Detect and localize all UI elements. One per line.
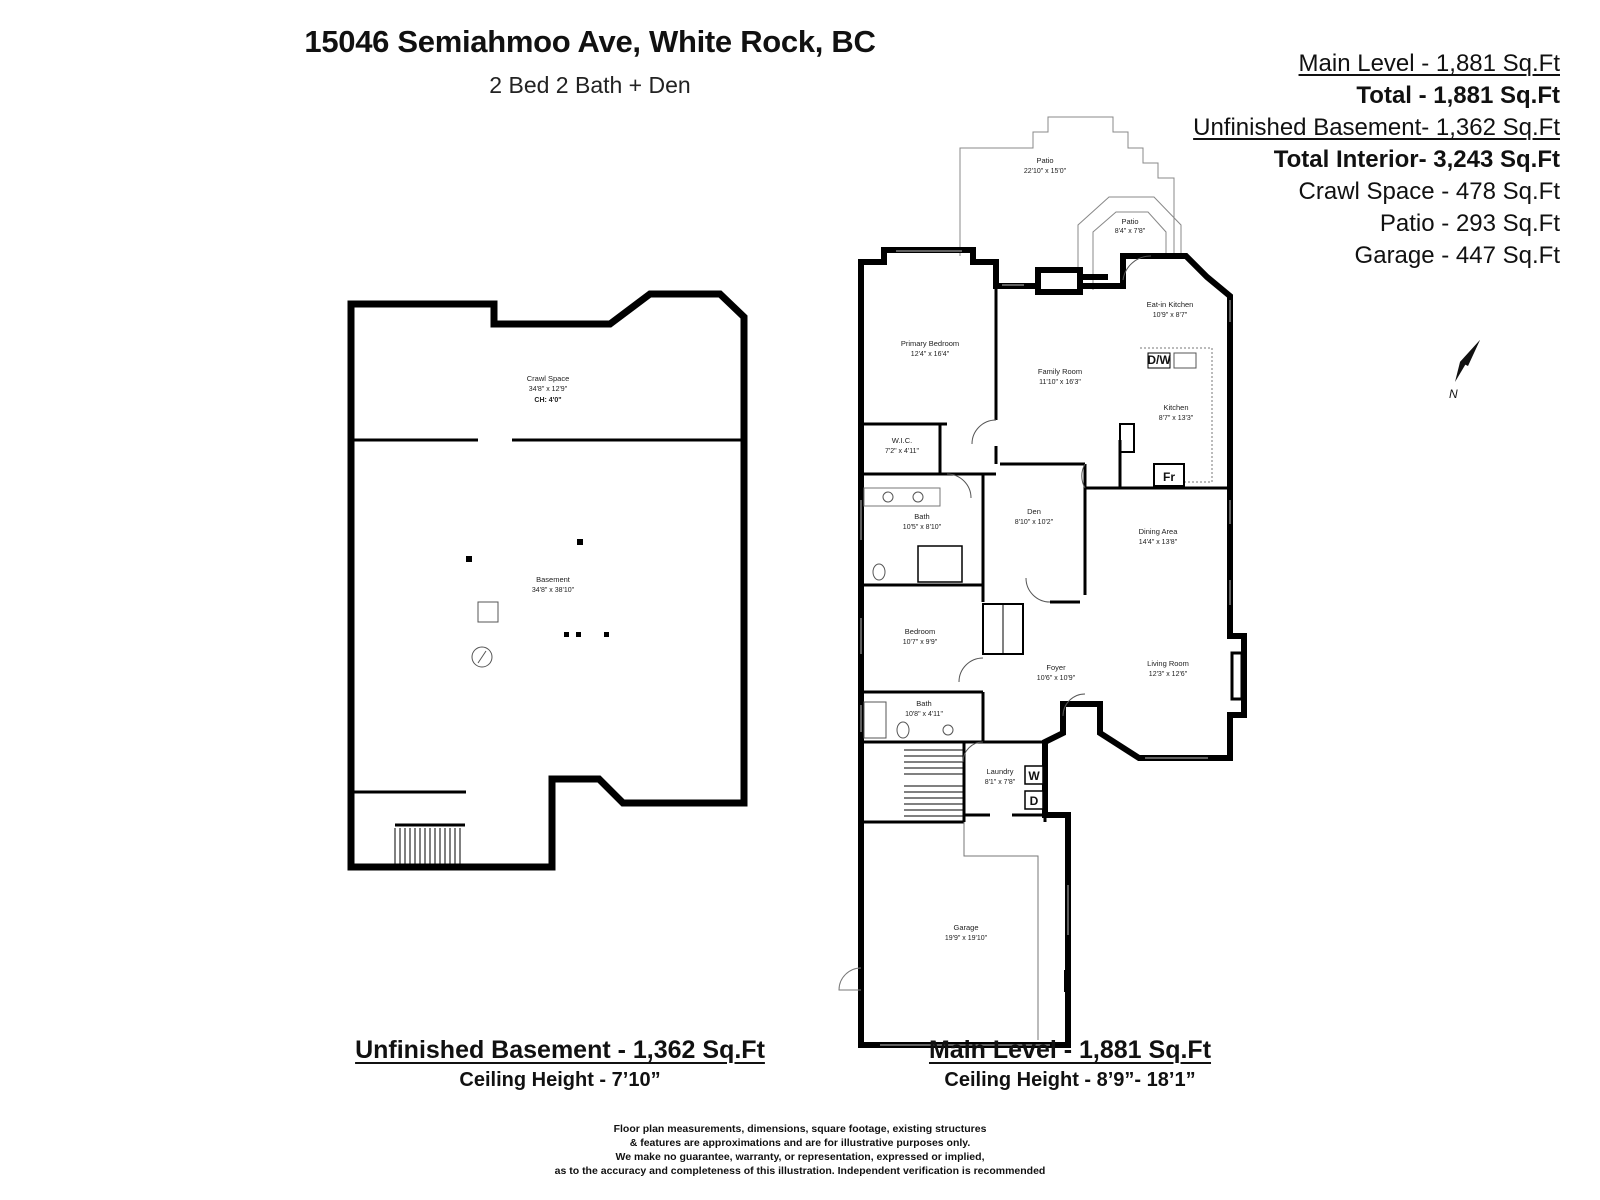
basement-stairs (394, 823, 465, 864)
main-level-caption-title: Main Level - 1,881 Sq.Ft (928, 1036, 1212, 1064)
summary-total-interior: Total Interior- 3,243 Sq.Ft (1273, 146, 1560, 173)
foyer-dims: 10'6" x 10'9" (1037, 675, 1076, 682)
crawl-space-dims: 34'8" x 12'9" (529, 386, 568, 393)
water-heater-icon (471, 646, 493, 668)
summary-unfinished-basement: Unfinished Basement- 1,362 Sq.Ft (1193, 114, 1560, 141)
basement-plan: Crawl Space 34'8" x 12'9" CH: 4'0" Basem… (347, 290, 748, 871)
garage-label: Garage (953, 923, 978, 932)
family-room-label: Family Room (1038, 367, 1082, 376)
disclaimer-line: Floor plan measurements, dimensions, squ… (613, 1123, 987, 1135)
foyer-label: Foyer (1046, 663, 1066, 672)
washer-icon (1024, 765, 1044, 785)
dining-area-dims: 14'4" x 13'8" (1139, 539, 1178, 546)
compass-label: N (1449, 387, 1458, 401)
toilet-icon (872, 563, 886, 581)
summary-main-level: Main Level - 1,881 Sq.Ft (1298, 50, 1560, 77)
support-post (604, 632, 609, 637)
main-level-caption: Main Level - 1,881 Sq.Ft Ceiling Height … (900, 1036, 1240, 1092)
interior-walls (859, 286, 1230, 1045)
fireplace-icon (1230, 651, 1244, 701)
laundry-dims: 8'1" x 7'8" (985, 779, 1016, 786)
den-label: Den (1027, 507, 1041, 516)
bathtub-icon (863, 701, 887, 739)
support-post (564, 632, 569, 637)
den-dims: 8'10" x 10'2" (1015, 519, 1054, 526)
support-post (577, 539, 583, 545)
patio-large-dims: 22'10" x 15'0" (1024, 168, 1067, 175)
eat-in-kitchen-dims: 10'9" x 8'7" (1153, 312, 1188, 319)
summary-total: Total - 1,881 Sq.Ft (1356, 82, 1560, 109)
disclaimer-line: We make no guarantee, warranty, or repre… (615, 1151, 985, 1163)
primary-bedroom-label: Primary Bedroom (901, 339, 959, 348)
door-swings (946, 255, 1152, 763)
toilet-icon (896, 721, 910, 739)
basement-ceiling-height: Ceiling Height - 7’10” (459, 1069, 661, 1091)
primary-bedroom-dims: 12'4" x 16'4" (911, 351, 950, 358)
wic-label: W.I.C. (892, 436, 912, 445)
support-post (466, 556, 472, 562)
fireplace-icon (1035, 267, 1083, 295)
main-level-ceiling-height: Ceiling Height - 8’9”- 18’1” (944, 1069, 1196, 1091)
garage-step (963, 822, 1039, 1040)
eat-in-kitchen-label: Eat-in Kitchen (1147, 300, 1194, 309)
patio-small-outline (1077, 196, 1182, 290)
main-stairs (904, 603, 1024, 817)
garage-dims: 19'9" x 19'10" (945, 935, 988, 942)
bath-1-label: Bath (914, 512, 929, 521)
bedroom-label: Bedroom (905, 627, 935, 636)
sink-icon (1173, 352, 1197, 369)
vanity-icon (863, 487, 941, 507)
disclaimer-line: & features are approximations and are fo… (629, 1137, 971, 1149)
north-arrow-icon (1448, 332, 1480, 382)
page-title: 15046 Semiahmoo Ave, White Rock, BC (304, 24, 876, 59)
kitchen-label: Kitchen (1163, 403, 1188, 412)
support-post (576, 632, 581, 637)
shower-icon (917, 545, 963, 583)
wic-dims: 7'2" x 4'11" (885, 448, 919, 455)
living-room-dims: 12'3" x 12'6" (1149, 671, 1188, 678)
patio-small-label: Patio (1121, 217, 1138, 226)
crawl-space-height: CH: 4'0" (534, 397, 561, 404)
patio-large-label: Patio (1036, 156, 1053, 165)
kitchen-dims: 8'7" x 13'3" (1159, 415, 1194, 422)
bath-1-dims: 10'5" x 8'10" (903, 524, 942, 531)
living-room-label: Living Room (1147, 659, 1189, 668)
dryer-icon (1024, 790, 1044, 810)
sink-icon (942, 724, 954, 736)
summary-crawl-space: Crawl Space - 478 Sq.Ft (1298, 178, 1560, 205)
page-subtitle: 2 Bed 2 Bath + Den (489, 72, 691, 98)
dining-area-label: Dining Area (1139, 527, 1179, 536)
basement-label: Basement (536, 575, 571, 584)
crawl-space-label: Crawl Space (527, 374, 570, 383)
bedroom-dims: 10'7" x 9'9" (903, 639, 938, 646)
summary-patio: Patio - 293 Sq.Ft (1379, 210, 1560, 237)
kitchen-counter (1140, 347, 1213, 483)
dishwasher-label: D/W (1147, 353, 1171, 367)
basement-caption: Unfinished Basement - 1,362 Sq.Ft Ceilin… (330, 1036, 790, 1092)
sump-icon (477, 601, 499, 623)
fridge-label: Fr (1163, 470, 1175, 484)
family-room-dims: 11'10" x 16'3" (1039, 379, 1081, 386)
disclaimer: Floor plan measurements, dimensions, squ… (480, 1122, 1120, 1178)
bath-2-dims: 10'8" x 4'11" (905, 711, 943, 718)
laundry-label: Laundry (986, 767, 1013, 776)
basement-caption-title: Unfinished Basement - 1,362 Sq.Ft (355, 1036, 765, 1064)
disclaimer-line: as to the accuracy and completeness of t… (554, 1165, 1046, 1177)
main-level-plan: Patio 22'10" x 15'0" Patio 8'4" x 7'8" E… (838, 116, 1247, 1048)
basement-dims: 34'8" x 38'10" (532, 587, 575, 594)
basement-outline (347, 290, 748, 871)
patio-large-outline (959, 116, 1175, 256)
washer-label: W (1028, 769, 1040, 783)
area-summary: Main Level - 1,881 Sq.Ft Total - 1,881 S… (1193, 48, 1560, 272)
dryer-label: D (1030, 794, 1039, 808)
patio-small-dims: 8'4" x 7'8" (1115, 228, 1146, 235)
bath-2-label: Bath (916, 699, 931, 708)
summary-garage: Garage - 447 Sq.Ft (1354, 242, 1560, 269)
garage-door-swing (838, 967, 862, 991)
